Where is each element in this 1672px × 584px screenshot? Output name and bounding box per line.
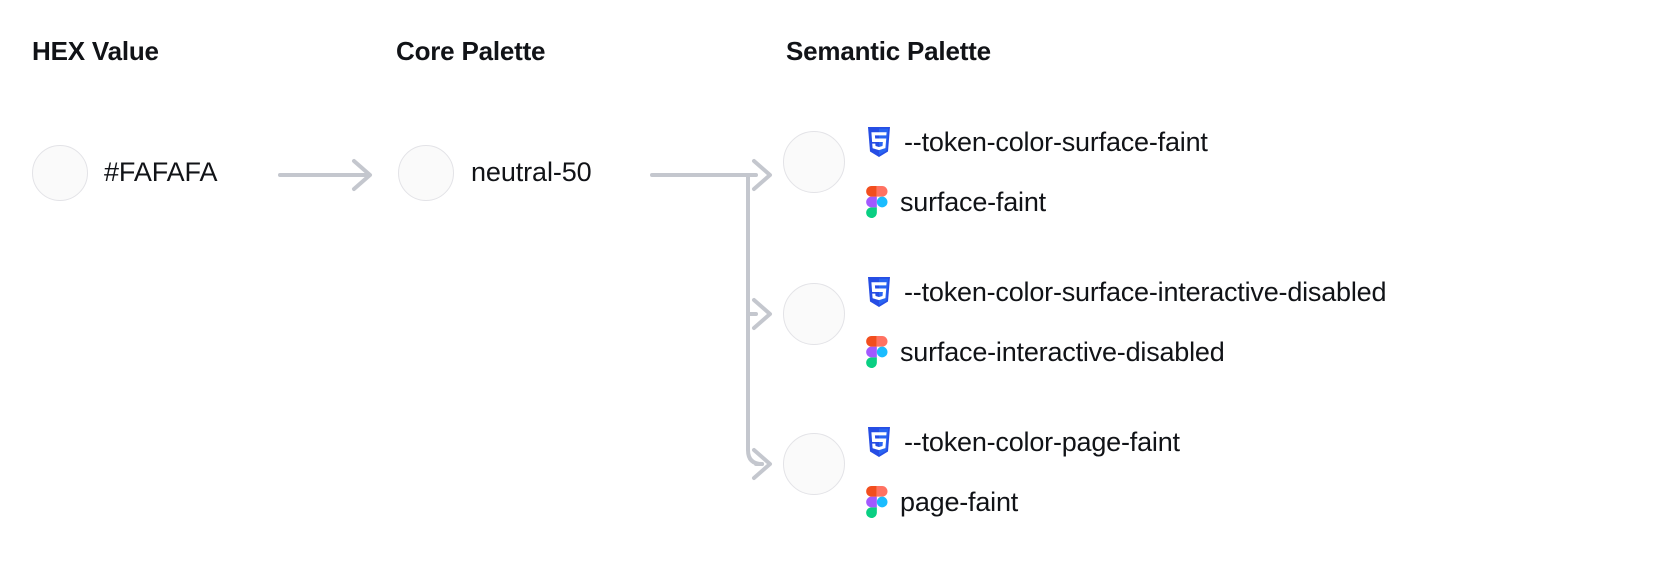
semantic-token-row-2: --token-color-surface-interactive-disabl… — [866, 262, 1386, 382]
swatch-semantic-token-3[interactable] — [783, 433, 845, 495]
figma-icon — [866, 336, 888, 368]
figma-token-name-1: surface-faint — [900, 186, 1046, 217]
css-variable-name-2: --token-color-surface-interactive-disabl… — [904, 276, 1387, 307]
column-header-core-palette: Core Palette — [396, 36, 546, 66]
hex-value-label: #FAFAFA — [104, 157, 218, 187]
core-token-label: neutral-50 — [471, 157, 592, 187]
css3-icon — [868, 127, 890, 157]
css-variable-line-3: --token-color-page-faint — [866, 412, 1180, 472]
swatch-semantic-token-2[interactable] — [783, 283, 845, 345]
swatch-semantic-token-1[interactable] — [783, 131, 845, 193]
css3-icon — [868, 427, 890, 457]
swatch-hex-value[interactable] — [32, 145, 88, 201]
css-variable-name-1: --token-color-surface-faint — [904, 126, 1208, 157]
css3-icon — [868, 277, 890, 307]
figma-token-name-2: surface-interactive-disabled — [900, 336, 1225, 367]
column-header-hex-value: HEX Value — [32, 36, 159, 66]
figma-token-line-2: surface-interactive-disabled — [866, 322, 1386, 382]
semantic-token-row-1: --token-color-surface-faint surface-fain… — [866, 112, 1208, 232]
css-variable-name-3: --token-color-page-faint — [904, 426, 1180, 457]
semantic-token-row-3: --token-color-page-faint page-faint — [866, 412, 1180, 532]
column-header-semantic-palette: Semantic Palette — [786, 36, 991, 66]
css-variable-line-1: --token-color-surface-faint — [866, 112, 1208, 172]
figma-token-name-3: page-faint — [900, 486, 1019, 517]
figma-icon — [866, 486, 888, 518]
css-variable-line-2: --token-color-surface-interactive-disabl… — [866, 262, 1386, 322]
figma-icon — [866, 186, 888, 218]
figma-token-line-3: page-faint — [866, 472, 1180, 532]
figma-token-line-1: surface-faint — [866, 172, 1208, 232]
swatch-core-palette[interactable] — [398, 145, 454, 201]
